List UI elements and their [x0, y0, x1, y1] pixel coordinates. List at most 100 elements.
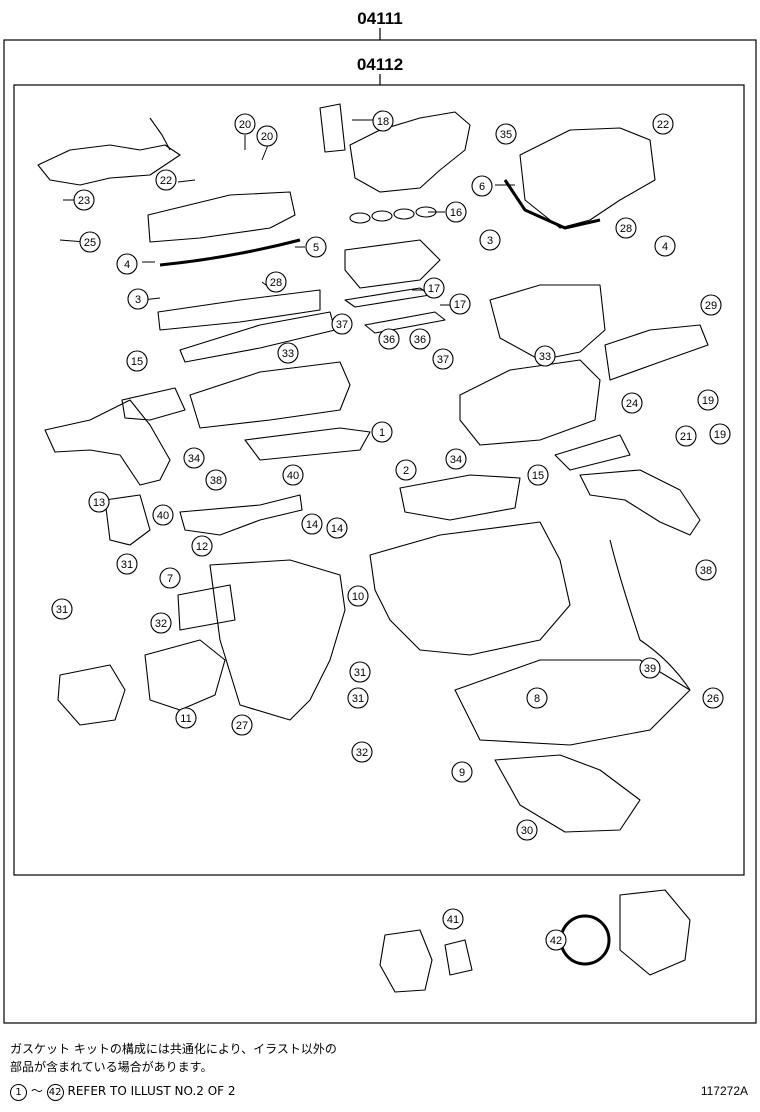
callout-circle: [395, 459, 417, 481]
bottom-left-part: [379, 929, 433, 993]
callout-22: 22: [652, 113, 674, 135]
callout-number: 10: [352, 591, 364, 603]
callout-9: 9: [451, 761, 473, 783]
callout-circle: [265, 271, 287, 293]
callout-1: 1: [371, 421, 393, 443]
callout-circle: [652, 113, 674, 135]
callout-circle: [126, 350, 148, 372]
callout-number: 37: [336, 319, 348, 331]
callout-number: 19: [702, 395, 714, 407]
callout-circle: [534, 345, 556, 367]
callout-number: 20: [261, 131, 273, 143]
callout-circle: [615, 217, 637, 239]
callout-5: 5: [305, 236, 327, 258]
callout-number: 8: [534, 693, 540, 705]
callout-3: 3: [127, 288, 149, 310]
callout-8: 8: [526, 687, 548, 709]
exhaust-manifold-right: [579, 469, 701, 536]
callout-number: 18: [377, 116, 389, 128]
callout-circle: [282, 464, 304, 486]
cylinder-block: [369, 521, 571, 656]
callout-number: 28: [270, 277, 282, 289]
callout-number: 15: [532, 470, 544, 482]
callout-number: 11: [180, 713, 191, 725]
callout-circle: [127, 288, 149, 310]
callout-number: 42: [550, 935, 562, 947]
callout-number: 38: [210, 475, 222, 487]
head-cover-right: [519, 127, 656, 229]
callout-circle: [702, 687, 724, 709]
fuel-rail-left: [37, 144, 181, 186]
callout-circle: [349, 661, 371, 683]
callout-31: 31: [347, 687, 369, 709]
callout-circle: [256, 125, 278, 147]
callout-circle: [545, 929, 567, 951]
head-gasket-1: [244, 427, 371, 461]
exhaust-gasket-15-right: [554, 434, 631, 471]
callout-number: 36: [383, 334, 395, 346]
callout-circle: [191, 535, 213, 557]
callout-number: 17: [454, 299, 466, 311]
callout-number: 26: [707, 693, 719, 705]
callout-number: 41: [447, 914, 459, 926]
callout-17: 17: [423, 277, 445, 299]
water-outlet: [104, 494, 151, 546]
callout-38: 38: [695, 559, 717, 581]
callout-7: 7: [159, 567, 181, 589]
callout-33: 33: [277, 342, 299, 364]
callout-circle: [697, 389, 719, 411]
callout-28: 28: [615, 217, 637, 239]
callout-circle: [526, 687, 548, 709]
exhaust-manifold-left: [44, 399, 171, 486]
callout-circle: [155, 169, 177, 191]
callout-number: 21: [680, 431, 692, 443]
callout-circle: [527, 464, 549, 486]
callout-number: 27: [236, 720, 248, 732]
oil-seal-42: [559, 914, 611, 966]
callout-circle: [79, 231, 101, 253]
callout-circle: [471, 175, 493, 197]
callout-number: 20: [239, 119, 251, 131]
callout-40: 40: [152, 504, 174, 526]
timing-gasket-7: [177, 584, 236, 631]
callout-25: 25: [79, 231, 101, 253]
callout-4: 4: [654, 235, 676, 257]
reference-note: 1 ～ 42 REFER TO ILLUST NO.2 OF 2: [10, 1082, 236, 1101]
callout-number: 32: [155, 618, 167, 630]
callout-number: 22: [160, 175, 172, 187]
callout-circle: [378, 328, 400, 350]
inner-frame-04112: [13, 84, 745, 876]
callout-number: 7: [167, 573, 173, 585]
callout-circle: [451, 761, 473, 783]
callout-number: 1: [379, 427, 385, 439]
callout-number: 13: [93, 497, 105, 509]
callout-34: 34: [183, 447, 205, 469]
head-gasket-2: [399, 474, 521, 521]
callout-circle: [495, 123, 517, 145]
exhaust-gasket-left: [157, 289, 321, 331]
callout-circle: [372, 110, 394, 132]
callout-35: 35: [495, 123, 517, 145]
callout-36: 36: [409, 328, 431, 350]
callout-number: 19: [714, 429, 726, 441]
ref-to-bubble: 42: [46, 1084, 64, 1101]
outer-code: 04111: [357, 9, 402, 28]
callout-circle: [277, 342, 299, 364]
callout-circle: [347, 585, 369, 607]
callout-31: 31: [51, 598, 73, 620]
callout-13: 13: [88, 491, 110, 513]
callout-circle: [654, 235, 676, 257]
intake-manifold-upper: [349, 111, 471, 193]
callout-number: 35: [500, 129, 512, 141]
callout-circle: [442, 908, 464, 930]
timing-cover: [209, 559, 346, 721]
throttle-body: [319, 103, 346, 153]
callout-circle: [423, 277, 445, 299]
water-pipe: [179, 494, 303, 536]
callout-29: 29: [700, 294, 722, 316]
callout-circle: [150, 612, 172, 634]
callout-number: 33: [282, 348, 294, 360]
callout-circle: [175, 707, 197, 729]
cylinder-head-left: [189, 361, 351, 429]
